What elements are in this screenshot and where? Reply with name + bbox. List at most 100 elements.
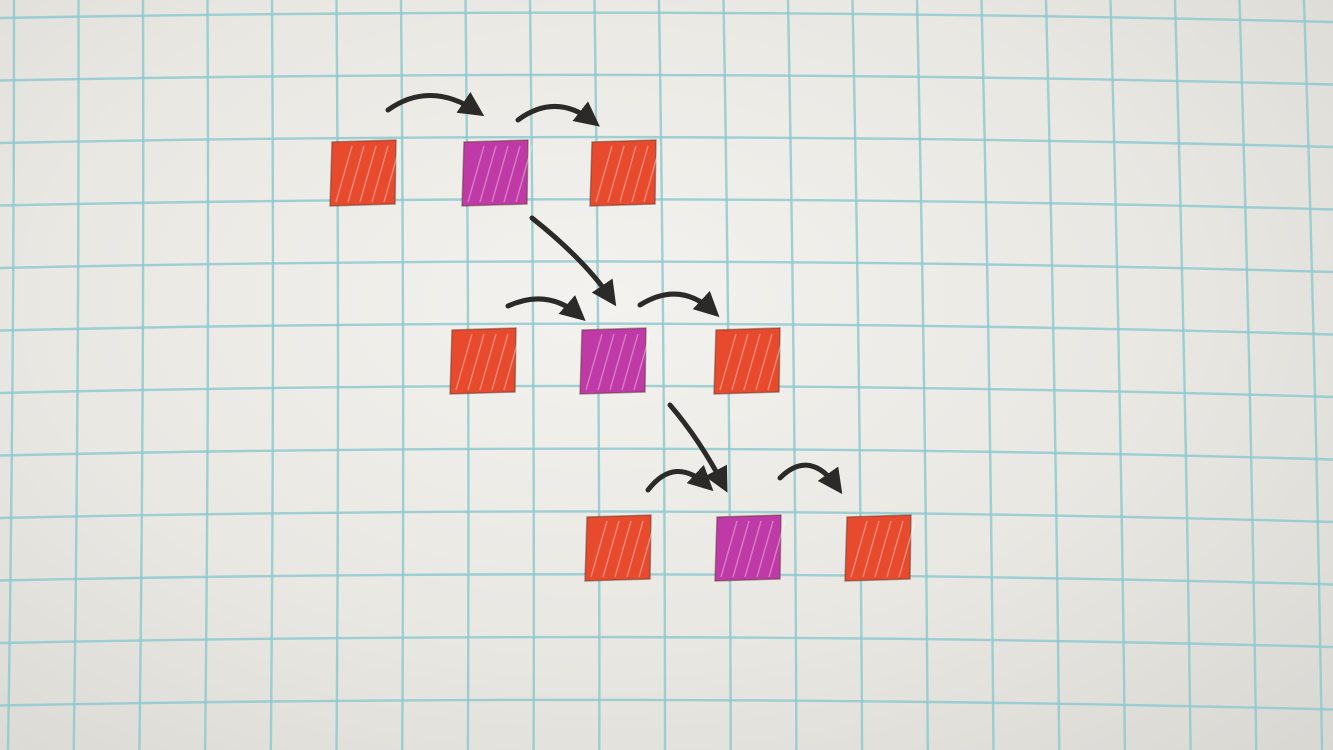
arrow bbox=[667, 402, 728, 493]
hatch-stroke bbox=[862, 520, 880, 578]
hatch-stroke bbox=[619, 145, 637, 203]
hatch-stroke bbox=[607, 145, 625, 203]
hatch-stroke bbox=[768, 520, 786, 578]
hatch-stroke bbox=[643, 145, 661, 203]
grid-line-vertical bbox=[657, 0, 667, 750]
red-square bbox=[844, 514, 916, 582]
arrow bbox=[777, 462, 843, 495]
colored-squares bbox=[329, 139, 916, 582]
grid-line-vertical bbox=[138, 0, 145, 750]
hatch-stroke bbox=[631, 145, 649, 203]
square-fill bbox=[714, 514, 782, 582]
grid-line-horizontal bbox=[0, 260, 1333, 274]
hatch-stroke bbox=[767, 333, 785, 391]
grid-line-vertical bbox=[786, 0, 798, 750]
arrow bbox=[385, 91, 485, 117]
red-square bbox=[329, 139, 401, 207]
hatch-stroke bbox=[491, 145, 509, 203]
hatch-stroke bbox=[744, 520, 762, 578]
square-fill bbox=[844, 514, 912, 582]
hatch-stroke bbox=[595, 145, 613, 203]
hatch-stroke bbox=[732, 520, 750, 578]
square-fill bbox=[713, 327, 781, 395]
arrow bbox=[505, 295, 586, 321]
hatch-stroke bbox=[503, 145, 521, 203]
grid-line-horizontal bbox=[0, 698, 1333, 711]
grid-line-horizontal bbox=[0, 11, 1333, 24]
hatch-stroke bbox=[756, 520, 774, 578]
hatch-stroke bbox=[886, 520, 904, 578]
hatch-stroke bbox=[638, 520, 656, 578]
grid-line-vertical bbox=[528, 0, 536, 750]
red-square bbox=[713, 327, 785, 395]
grid-line-vertical bbox=[335, 0, 340, 750]
grid-line-vertical bbox=[1238, 0, 1258, 750]
hatch-stroke bbox=[467, 333, 485, 391]
hatch-stroke bbox=[874, 520, 892, 578]
grid-line-vertical bbox=[1044, 0, 1061, 750]
grid-line-horizontal bbox=[0, 635, 1333, 649]
square-fill bbox=[579, 327, 647, 395]
square-fill bbox=[589, 139, 657, 207]
hatch-stroke bbox=[491, 333, 509, 391]
hatch-stroke bbox=[515, 145, 533, 203]
grid-line-vertical bbox=[269, 0, 275, 750]
grid-line-horizontal bbox=[0, 384, 1333, 399]
hatch-stroke bbox=[371, 145, 389, 203]
hatch-stroke bbox=[347, 145, 365, 203]
hatch-stroke bbox=[383, 145, 401, 203]
arrow bbox=[529, 215, 617, 307]
grid-line-horizontal bbox=[0, 135, 1333, 149]
hatch-stroke bbox=[731, 333, 749, 391]
magenta-square bbox=[714, 514, 786, 582]
square-fill bbox=[461, 139, 529, 207]
hatch-stroke bbox=[597, 333, 615, 391]
grid-line-vertical bbox=[1109, 0, 1127, 750]
hatch-stroke bbox=[609, 333, 627, 391]
arrow bbox=[515, 101, 600, 127]
red-square bbox=[449, 327, 521, 395]
hatch-stroke bbox=[633, 333, 651, 391]
hatch-stroke bbox=[455, 333, 473, 391]
red-square bbox=[584, 514, 656, 582]
red-square bbox=[589, 139, 661, 207]
grid-line-vertical bbox=[1173, 0, 1192, 750]
grid-line-vertical bbox=[6, 0, 16, 750]
hatch-stroke bbox=[755, 333, 773, 391]
grid-line-horizontal bbox=[0, 510, 1333, 524]
magenta-square bbox=[461, 139, 533, 207]
hatch-stroke bbox=[467, 145, 485, 203]
square-fill bbox=[329, 139, 397, 207]
magenta-square bbox=[579, 327, 651, 395]
hatch-stroke bbox=[335, 145, 353, 203]
hatch-stroke bbox=[743, 333, 761, 391]
hatch-stroke bbox=[602, 520, 620, 578]
hatch-stroke bbox=[626, 520, 644, 578]
grid-line-vertical bbox=[980, 0, 995, 750]
grid-line-horizontal bbox=[0, 573, 1333, 586]
hand-drawn-arrows bbox=[385, 91, 843, 495]
grid-line-horizontal bbox=[0, 447, 1333, 461]
hatch-stroke bbox=[614, 520, 632, 578]
hatch-stroke bbox=[479, 333, 497, 391]
arrow bbox=[645, 464, 714, 493]
hatch-stroke bbox=[585, 333, 603, 391]
hatch-stroke bbox=[503, 333, 521, 391]
hatch-stroke bbox=[621, 333, 639, 391]
hatch-stroke bbox=[359, 145, 377, 203]
square-fill bbox=[584, 514, 652, 582]
grid-line-horizontal bbox=[0, 73, 1333, 86]
hatch-stroke bbox=[720, 520, 738, 578]
grid-line-vertical bbox=[915, 0, 929, 750]
hatch-stroke bbox=[479, 145, 497, 203]
square-fill bbox=[449, 327, 517, 395]
hatch-stroke bbox=[898, 520, 916, 578]
hatch-stroke bbox=[590, 520, 608, 578]
hatch-stroke bbox=[850, 520, 868, 578]
arrow bbox=[637, 290, 720, 318]
hatch-stroke bbox=[719, 333, 737, 391]
grid-line-vertical bbox=[399, 0, 405, 750]
